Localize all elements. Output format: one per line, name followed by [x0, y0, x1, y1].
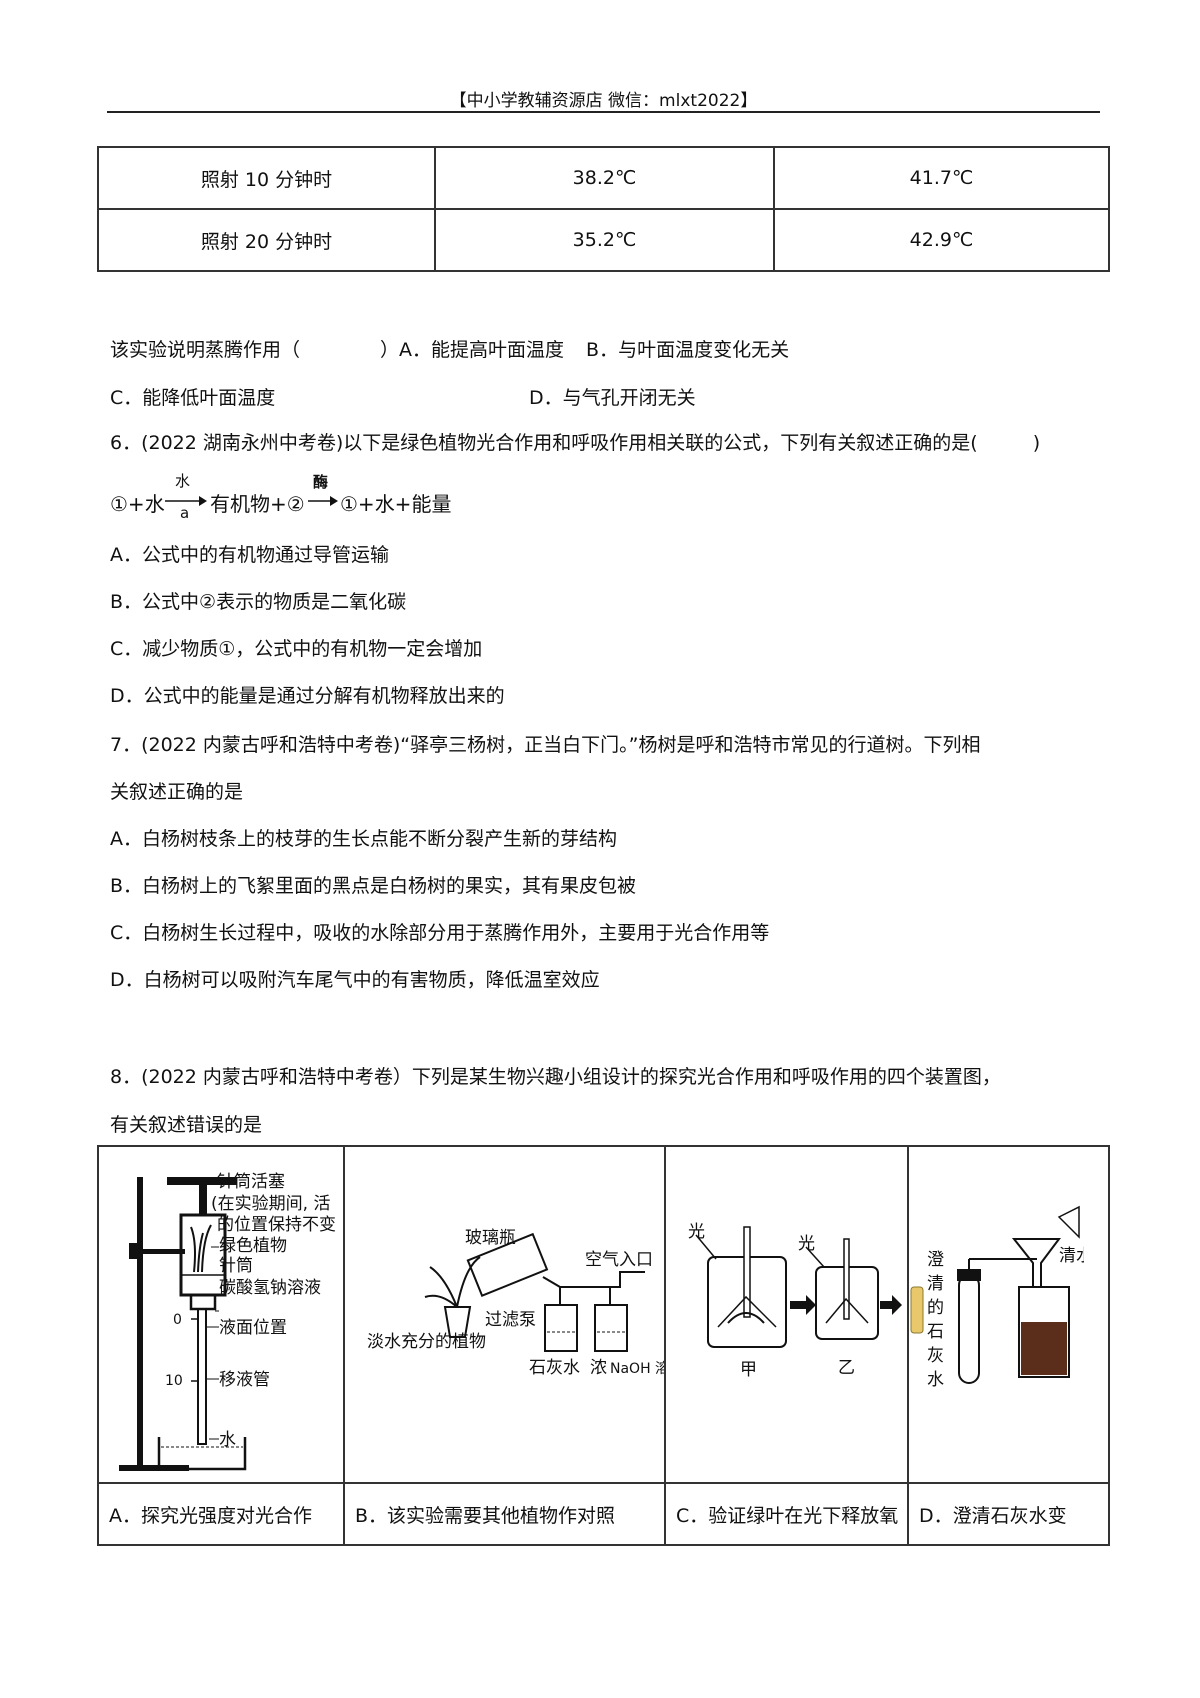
label-plant: 淡水充分的植物 [367, 1332, 486, 1352]
table-cell: 照射 10 分钟时 [97, 146, 436, 210]
page-header: 【中小学教辅资源店 微信：mlxt2022】 [449, 91, 758, 111]
label-nahco3: 碳酸氢钠溶液 [219, 1278, 321, 1298]
figure-d-cell: 澄 清 的 石 灰 水 清水 [907, 1145, 1110, 1484]
q5-stem-close: ） [380, 339, 400, 361]
label-light-2: 光 [798, 1234, 815, 1254]
label-d-4: 石 [927, 1322, 944, 1342]
q5-option-c: C．能降低叶面温度 [110, 387, 276, 409]
label-d-6: 水 [927, 1370, 944, 1390]
table-cell: 38.2℃ [434, 146, 775, 210]
label-glass-bottle: 玻璃瓶 [465, 1228, 516, 1248]
q8-stem-line1: 8．(2022 内蒙古呼和浩特中考卷）下列是某生物兴趣小组设计的探究光合作用和呼… [110, 1066, 1001, 1088]
q6-formula: ①+水 水 a 有机物+② 酶 ①+水+能量 [110, 470, 610, 522]
figure-c-cell: 光 光 甲 乙 [664, 1145, 909, 1484]
label-note2: 的位置保持不变 [217, 1215, 336, 1235]
q8-figure-table: 0 10 针筒活塞 (在实验期间, 活 的位置保持不变 绿色植物 针筒 [97, 1145, 1110, 1546]
label-water: 水 [219, 1430, 236, 1450]
label-d-3: 的 [927, 1298, 944, 1318]
q7-option-d: D．白杨树可以吸附汽车尾气中的有害物质，降低温室效应 [110, 969, 600, 991]
label-air-inlet: 空气入口 [585, 1250, 653, 1270]
limewater-tube-figure: 澄 清 的 石 灰 水 清水 [910, 1205, 1084, 1390]
q7-stem-line2: 关叙述正确的是 [110, 781, 244, 803]
q5-option-a: A．能提高叶面温度 [399, 339, 565, 361]
q7-option-b: B．白杨树上的飞絮里面的黑点是白杨树的果实，其有果皮包被 [110, 875, 637, 897]
caption-row: A．探究光强度对光合作 B．该实验需要其他植物作对照 C．验证绿叶在光下释放氧 … [97, 1482, 1110, 1546]
label-note1: (在实验期间, 活 [211, 1194, 330, 1214]
pipette-tick-0: 0 [173, 1312, 182, 1328]
q7-option-c: C．白杨树生长过程中，吸收的水除部分用于蒸腾作用外，主要用于光合作用等 [110, 922, 770, 944]
q6-option-b: B．公式中②表示的物质是二氧化碳 [110, 591, 407, 613]
formula-left: ①+水 [110, 492, 165, 516]
q6-option-a: A．公式中的有机物通过导管运输 [110, 544, 389, 566]
label-naoh: NaOH 溶 [610, 1361, 664, 1377]
bell-jar-figure: 光 光 甲 乙 [688, 1222, 902, 1380]
q6-stem-close: ) [1032, 432, 1041, 454]
syringe-apparatus-figure: 0 10 针筒活塞 (在实验期间, 活 的位置保持不变 绿色植物 针筒 [119, 1172, 336, 1471]
q5-stem-line: 该实验说明蒸腾作用（ ）A．能提高叶面温度 B．与叶面温度变化无关 [110, 335, 789, 362]
table-cell: 41.7℃ [773, 146, 1110, 210]
arrow1-top-label: 水 [175, 472, 191, 490]
caption-c: C．验证绿叶在光下释放氧 [664, 1482, 909, 1546]
caption-d: D．澄清石灰水变 [907, 1482, 1110, 1546]
caption-b: B．该实验需要其他植物作对照 [343, 1482, 666, 1546]
label-d-2: 清 [927, 1274, 944, 1294]
label-green-plant: 绿色植物 [219, 1236, 287, 1256]
label-jar-a: 甲 [740, 1360, 757, 1380]
arrow-right-icon [308, 496, 338, 506]
label-filter-pump: 过滤泵 [485, 1310, 536, 1330]
table-row: 照射 20 分钟时 35.2℃ 42.9℃ [97, 208, 1110, 272]
label-clear-water: 清水 [1059, 1246, 1084, 1266]
table-cell: 42.9℃ [773, 208, 1110, 272]
q8-stem-line2: 有关叙述错误的是 [110, 1114, 263, 1136]
q7-option-a: A．白杨树枝条上的枝芽的生长点能不断分裂产生新的芽结构 [110, 828, 617, 850]
q6-option-d: D．公式中的能量是通过分解有机物释放出来的 [110, 685, 505, 707]
label-d-1: 澄 [927, 1250, 944, 1270]
arrow2-top-label: 酶 [313, 473, 329, 491]
figure-a-cell: 0 10 针筒活塞 (在实验期间, 活 的位置保持不变 绿色植物 针筒 [97, 1145, 345, 1484]
label-syringe: 针筒 [219, 1256, 253, 1276]
label-plunger: 针筒活塞 [217, 1172, 285, 1192]
q5-option-b: B．与叶面温度变化无关 [586, 339, 790, 361]
table-row: 照射 10 分钟时 38.2℃ 41.7℃ [97, 146, 1110, 210]
figure-row: 0 10 针筒活塞 (在实验期间, 活 的位置保持不变 绿色植物 针筒 [97, 1145, 1110, 1484]
label-pipette: 移液管 [219, 1370, 270, 1390]
figure-b-cell: 玻璃瓶 空气入口 过滤泵 淡水充分的植物 石灰水 浓 NaOH 溶 [343, 1145, 666, 1484]
arrow-right-icon [165, 496, 207, 506]
table-cell: 照射 20 分钟时 [97, 208, 436, 272]
header-rule [107, 111, 1100, 113]
q6-option-c: C．减少物质①，公式中的有机物一定会增加 [110, 638, 483, 660]
q6-stem: 6．(2022 湖南永州中考卷)以下是绿色植物光合作用和呼吸作用相关联的公式，下… [110, 432, 978, 454]
label-light-1: 光 [688, 1222, 705, 1242]
temperature-table: 照射 10 分钟时 38.2℃ 41.7℃ 照射 20 分钟时 35.2℃ 42… [97, 146, 1110, 272]
formula-middle: 有机物+② [210, 492, 305, 516]
bottle-apparatus-figure: 玻璃瓶 空气入口 过滤泵 淡水充分的植物 石灰水 浓 NaOH 溶 [367, 1228, 664, 1378]
label-limewater: 石灰水 [529, 1358, 580, 1378]
q7-stem-line1: 7．(2022 内蒙古呼和浩特中考卷)“驿亭三杨树，正当白下门。”杨树是呼和浩特… [110, 734, 981, 756]
formula-right: ①+水+能量 [340, 492, 452, 516]
label-d-5: 灰 [927, 1346, 944, 1366]
label-jar-b: 乙 [838, 1358, 855, 1378]
label-concentrated: 浓 [590, 1358, 607, 1378]
arrow1-bottom-label: a [180, 504, 190, 522]
q6-stem-line: 6．(2022 湖南永州中考卷)以下是绿色植物光合作用和呼吸作用相关联的公式，下… [110, 428, 1040, 455]
label-liquid-level: 液面位置 [219, 1318, 287, 1338]
q5-stem: 该实验说明蒸腾作用（ [110, 339, 301, 361]
q5-option-d: D．与气孔开闭无关 [529, 387, 696, 409]
caption-a: A．探究光强度对光合作 [97, 1482, 345, 1546]
pipette-tick-10: 10 [165, 1373, 183, 1389]
table-cell: 35.2℃ [434, 208, 775, 272]
